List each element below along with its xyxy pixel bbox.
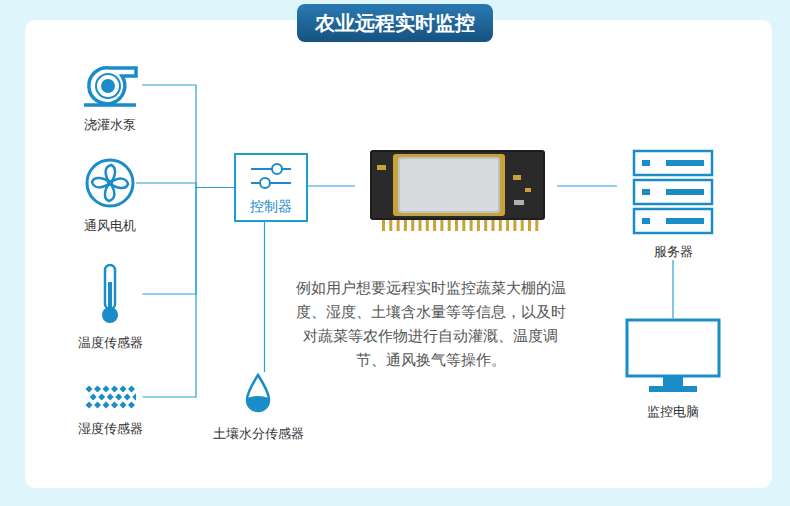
node-label: 土壤水分传感器 [213, 426, 304, 442]
fan-icon [84, 157, 136, 209]
monitor-icon [625, 318, 721, 394]
thermometer-icon [95, 262, 125, 326]
device-node: 温度传感器 [78, 262, 143, 351]
connector-line [672, 260, 673, 318]
server-icon [632, 149, 714, 235]
controller-box [249, 161, 293, 191]
connector-line [143, 188, 235, 398]
node-label: 湿度传感器 [78, 421, 143, 437]
device-node: 服务器 [632, 149, 714, 260]
connector-line [142, 85, 234, 188]
connector-line [136, 183, 234, 188]
device-node: 浇灌水泵 [78, 62, 142, 133]
title-pill: 农业远程实时监控 [297, 4, 493, 42]
water-drop-icon [243, 372, 273, 414]
node-label: 通风电机 [84, 218, 136, 234]
node-label: 监控电脑 [647, 404, 699, 420]
node-label: 温度传感器 [78, 335, 143, 351]
node-label: 服务器 [654, 244, 693, 260]
connector-line [143, 188, 235, 295]
node-label: 浇灌水泵 [84, 117, 136, 133]
description-text: 例如用户想要远程实时监控蔬菜大棚的温度、湿度、土壤含水量等等信息，以及时对蔬菜等… [293, 276, 568, 372]
device-node: 通风电机 [84, 157, 136, 234]
device-node: 湿度传感器 [78, 384, 143, 437]
pump-icon [78, 62, 142, 108]
device-node: 监控电脑 [625, 318, 721, 420]
connector-line [264, 222, 265, 372]
device-node: 土壤水分传感器 [213, 372, 304, 442]
humidity-icon [84, 384, 136, 410]
controller-box: 控制器 [234, 153, 308, 222]
node-label: 控制器 [250, 198, 292, 214]
